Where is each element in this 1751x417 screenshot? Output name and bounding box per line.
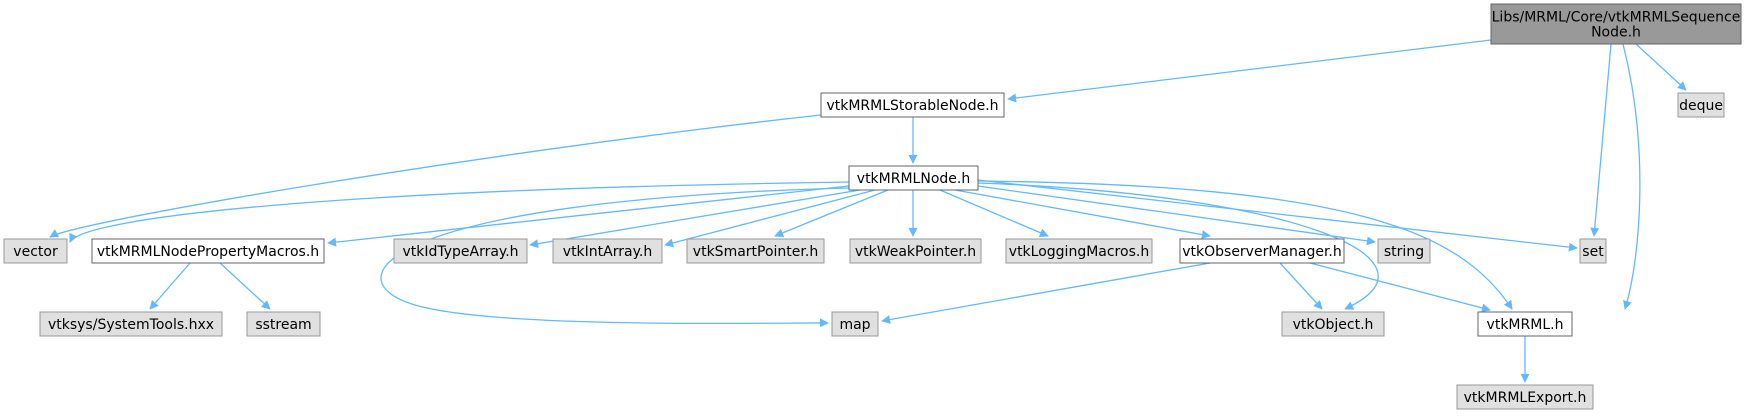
node-weakptr: vtkWeakPointer.h xyxy=(849,238,982,264)
edge-root-to-set xyxy=(1590,43,1612,237)
edge-storable-to-vector xyxy=(49,114,822,238)
edge-mrmlnode-to-idtype xyxy=(529,189,861,249)
node-set: set xyxy=(1579,238,1607,264)
edge-root-to-storable xyxy=(1007,39,1492,103)
node-storable[interactable]: vtkMRMLStorableNode.h xyxy=(820,92,1005,118)
node-vtkobject-box xyxy=(1281,311,1385,337)
node-vector: vector xyxy=(3,238,68,264)
node-mrmlnode-label: vtkMRMLNode.h xyxy=(857,171,970,187)
edge-observer-to-mrmlh xyxy=(1309,262,1491,313)
node-observer-label: vtkObserverManager.h xyxy=(1182,244,1342,260)
node-storable-label: vtkMRMLStorableNode.h xyxy=(826,98,998,114)
node-propmacros-box xyxy=(91,238,325,264)
node-intarray-label: vtkIntArray.h xyxy=(563,244,652,260)
node-smartptr-box xyxy=(686,238,825,264)
node-mrmlh[interactable]: vtkMRML.h xyxy=(1477,311,1573,337)
node-smartptr-label: vtkSmartPointer.h xyxy=(693,244,818,260)
node-export: vtkMRMLExport.h xyxy=(1456,384,1594,410)
node-mrmlh-label: vtkMRML.h xyxy=(1487,317,1564,333)
node-set-box xyxy=(1579,238,1607,264)
node-systools-box xyxy=(39,311,223,337)
node-observer[interactable]: vtkObserverManager.h xyxy=(1179,238,1345,264)
node-smartptr: vtkSmartPointer.h xyxy=(686,238,825,264)
node-export-label: vtkMRMLExport.h xyxy=(1464,390,1587,406)
node-vector-box xyxy=(3,238,68,264)
node-vtkobject: vtkObject.h xyxy=(1281,311,1385,337)
node-idtype: vtkIdTypeArray.h xyxy=(393,238,528,264)
node-sstream-label: sstream xyxy=(255,317,311,333)
node-deque-label: deque xyxy=(1679,98,1723,114)
node-sstream: sstream xyxy=(246,311,321,337)
edge-root-to-deque xyxy=(1635,43,1687,91)
node-weakptr-label: vtkWeakPointer.h xyxy=(855,244,976,260)
edge-mrmlnode-to-set xyxy=(977,179,1578,252)
node-export-box xyxy=(1456,384,1594,410)
node-map-box xyxy=(831,311,879,337)
node-string-label: string xyxy=(1384,244,1424,260)
node-propmacros[interactable]: vtkMRMLNodePropertyMacros.h xyxy=(91,238,325,264)
node-propmacros-label: vtkMRMLNodePropertyMacros.h xyxy=(97,244,319,260)
node-deque-box xyxy=(1677,92,1725,118)
edge-mrmlnode-to-logging xyxy=(939,189,1049,237)
node-vector-label: vector xyxy=(13,244,58,260)
edge-mrmlnode-to-mrmlh xyxy=(977,180,1513,310)
edge-observer-to-map xyxy=(881,262,1211,325)
edge-mrmlnode-to-intarray xyxy=(664,189,876,248)
node-mrmlnode[interactable]: vtkMRMLNode.h xyxy=(848,165,979,191)
edge-mrmlnode-to-map xyxy=(380,187,850,328)
node-string: string xyxy=(1377,238,1431,264)
edge-mrmlnode-to-vtkobject xyxy=(977,182,1379,310)
edge-root-to-mrmlh xyxy=(1622,43,1641,310)
node-observer-box xyxy=(1179,238,1345,264)
node-logging: vtkLoggingMacros.h xyxy=(1005,238,1153,264)
edge-mrmlnode-to-observer xyxy=(954,189,1211,239)
node-logging-label: vtkLoggingMacros.h xyxy=(1009,244,1149,260)
node-vtkobject-label: vtkObject.h xyxy=(1293,317,1374,333)
node-logging-box xyxy=(1005,238,1153,264)
node-systools: vtksys/SystemTools.hxx xyxy=(39,311,223,337)
edges-layer xyxy=(49,39,1687,383)
node-intarray-box xyxy=(552,238,663,264)
node-idtype-label: vtkIdTypeArray.h xyxy=(402,244,518,260)
edge-mrmlnode-to-propmacros xyxy=(327,185,850,247)
node-weakptr-box xyxy=(849,238,982,264)
node-string-box xyxy=(1377,238,1431,264)
edge-propmacros-to-sstream xyxy=(219,262,271,310)
edge-mrmlnode-to-smartptr xyxy=(774,189,889,238)
node-mrmlh-box xyxy=(1477,311,1573,337)
node-map: map xyxy=(831,311,879,337)
node-set-label: set xyxy=(1582,244,1604,260)
node-mrmlnode-box xyxy=(848,165,979,191)
node-idtype-box xyxy=(393,238,528,264)
edge-observer-to-vtkobject xyxy=(1279,262,1323,310)
edge-mrmlnode-to-string xyxy=(977,185,1376,246)
edge-mrmlnode-to-vector xyxy=(69,181,850,243)
node-deque: deque xyxy=(1677,92,1725,118)
node-map-label: map xyxy=(839,317,870,333)
node-storable-box xyxy=(820,92,1005,118)
node-sstream-box xyxy=(246,311,321,337)
node-intarray: vtkIntArray.h xyxy=(552,238,663,264)
node-root-box xyxy=(1490,3,1742,45)
edge-propmacros-to-systools xyxy=(149,262,191,310)
node-systools-label: vtksys/SystemTools.hxx xyxy=(48,317,214,333)
